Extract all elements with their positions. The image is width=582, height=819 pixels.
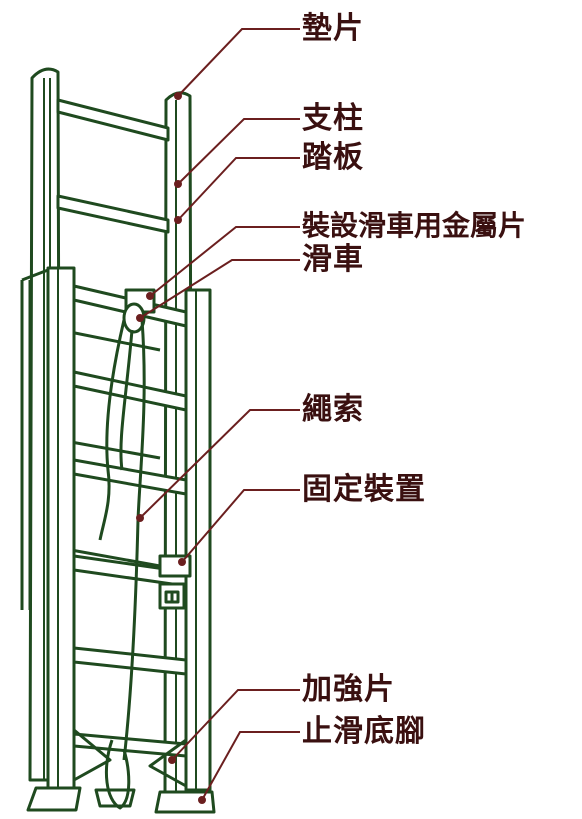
- lower-rung-6: [72, 732, 188, 758]
- lower-left-rail: [46, 266, 76, 790]
- leader-reinforcement: [171, 689, 300, 761]
- left-foot: [26, 786, 82, 812]
- label-pulley: 滑車: [302, 242, 364, 277]
- leader-pulley: [139, 259, 300, 319]
- upper-rung-1: [56, 98, 170, 142]
- label-reinforcement: 加強片: [302, 672, 395, 707]
- label-foot: 止滑底腳: [302, 714, 426, 749]
- leader-step: [177, 157, 300, 221]
- leader-lock: [181, 489, 300, 563]
- label-pad: 墊片: [302, 11, 364, 46]
- lower-right-rail: [184, 288, 212, 792]
- lower-rung-3: [72, 458, 188, 496]
- lower-rung-2: [72, 370, 188, 412]
- leader-pulley-bracket: [149, 226, 300, 297]
- leader-post: [177, 118, 300, 185]
- label-pulley-bracket: 裝設滑車用金屬片: [302, 209, 527, 242]
- upper-rung-2: [56, 194, 170, 234]
- leader-lines: [136, 28, 300, 804]
- leader-pad: [177, 28, 300, 97]
- lower-rung-4: [72, 554, 188, 588]
- lower-rung-5: [72, 646, 188, 676]
- label-lock: 固定裝置: [302, 472, 426, 507]
- label-step: 踏板: [302, 140, 364, 175]
- leader-foot: [201, 731, 300, 801]
- lower-ladder-section: [20, 266, 216, 814]
- rope-strand-left: [98, 319, 126, 541]
- label-rope: 繩索: [302, 392, 364, 427]
- leader-rope: [139, 409, 300, 519]
- label-post: 支柱: [302, 101, 364, 136]
